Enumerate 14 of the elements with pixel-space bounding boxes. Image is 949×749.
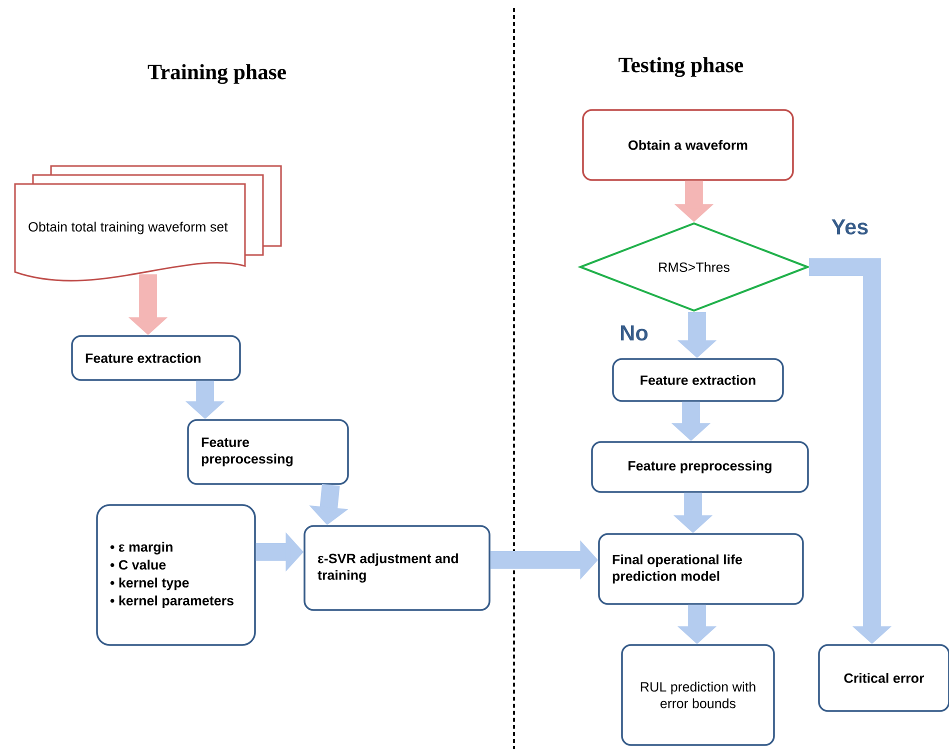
parameter-list-box: • ε margin • C value • kernel type • kernel parameters [96, 504, 256, 646]
process-box: Feature extraction [71, 335, 241, 381]
process-box: Obtain a waveform [582, 109, 794, 181]
process-box: Feature preprocessing [187, 419, 349, 485]
edge-label: Yes [830, 218, 870, 236]
process-box: Final operational life prediction model [598, 533, 804, 605]
process-box: ε-SVR adjustment and training [304, 525, 490, 611]
phase-title: Training phase [148, 64, 286, 84]
process-box: Critical error [818, 644, 949, 712]
process-box: Feature extraction [612, 358, 784, 402]
process-box: Feature preprocessing [591, 441, 809, 493]
process-box: RUL prediction with error bounds [621, 644, 775, 746]
edge-label: No [618, 324, 650, 342]
phase-title: Testing phase [618, 57, 744, 77]
